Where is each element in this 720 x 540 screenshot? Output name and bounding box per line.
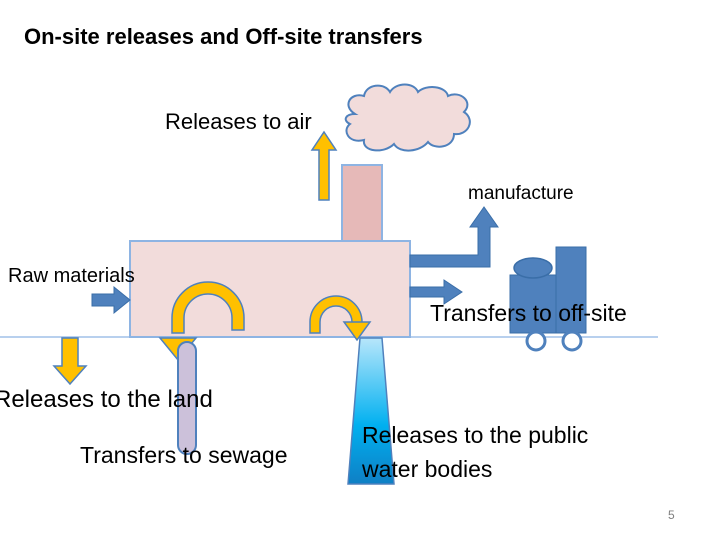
label-transfers-offsite: Transfers to off-site [430, 300, 627, 326]
page-number: 5 [668, 508, 675, 522]
label-raw-materials: Raw materials [8, 265, 135, 287]
offsite-arrow [409, 279, 463, 305]
cloud-icon [344, 83, 471, 152]
raw-materials-arrow [91, 285, 131, 315]
page-title: On-site releases and Off-site transfers [24, 24, 423, 49]
label-releases-air: Releases to air [165, 109, 312, 134]
land-arrow [52, 337, 88, 386]
label-transfers-sewage: Transfers to sewage [80, 442, 288, 468]
manufacture-arrow [409, 206, 499, 268]
label-releases-land: Releases to the land [0, 386, 213, 413]
sewage-pipe [177, 341, 197, 455]
water-discharge [347, 337, 395, 485]
chimney [341, 164, 383, 243]
label-releases-water: Releases to the public water bodies [362, 418, 588, 486]
truck-icon [509, 246, 587, 352]
label-releases-water-line1: Releases to the public [362, 422, 589, 448]
internal-recycle-arrow-right [309, 295, 372, 342]
label-releases-water-line2: water bodies [362, 456, 493, 482]
label-manufacture: manufacture [468, 183, 574, 204]
air-arrow [310, 130, 338, 201]
